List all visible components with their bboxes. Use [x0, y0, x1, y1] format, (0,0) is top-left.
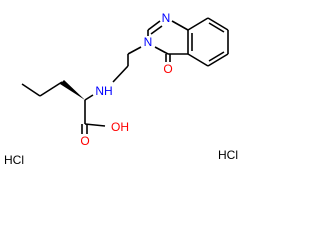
bond	[187, 53, 209, 67]
methylene-linker	[112, 46, 142, 83]
stereo-wedge	[60, 80, 85, 100]
double-bond-inner	[208, 22, 225, 33]
bond	[147, 20, 161, 31]
atom-label-carbonyl-o: O	[163, 62, 172, 76]
double-bond-inner	[208, 51, 225, 62]
bond	[187, 17, 209, 31]
pyrimidinone-ring	[147, 20, 189, 62]
atom-label-amine-nh: NH	[95, 84, 112, 98]
bond	[207, 53, 229, 67]
bond	[112, 65, 129, 83]
norvaline-backbone	[21, 80, 106, 134]
atom-label-n3: N	[144, 35, 153, 49]
double-bond-inner	[150, 25, 163, 35]
atom-label-n1: N	[162, 11, 171, 25]
bond	[127, 46, 142, 55]
bond	[171, 20, 189, 31]
atom-label-acid-oh: OH	[111, 120, 129, 134]
bond	[39, 81, 63, 97]
bond	[207, 17, 229, 31]
bond	[21, 83, 41, 97]
salt-label-right: HCl	[218, 148, 238, 162]
atom-label-acid-o: O	[80, 134, 89, 148]
bond	[84, 94, 94, 101]
salt-label-left: HCl	[4, 153, 24, 167]
bond	[84, 123, 106, 127]
bond	[154, 46, 169, 55]
benzo-ring	[187, 17, 229, 67]
chemical-structure: N N O NH OH O HCl HCl	[4, 11, 238, 167]
